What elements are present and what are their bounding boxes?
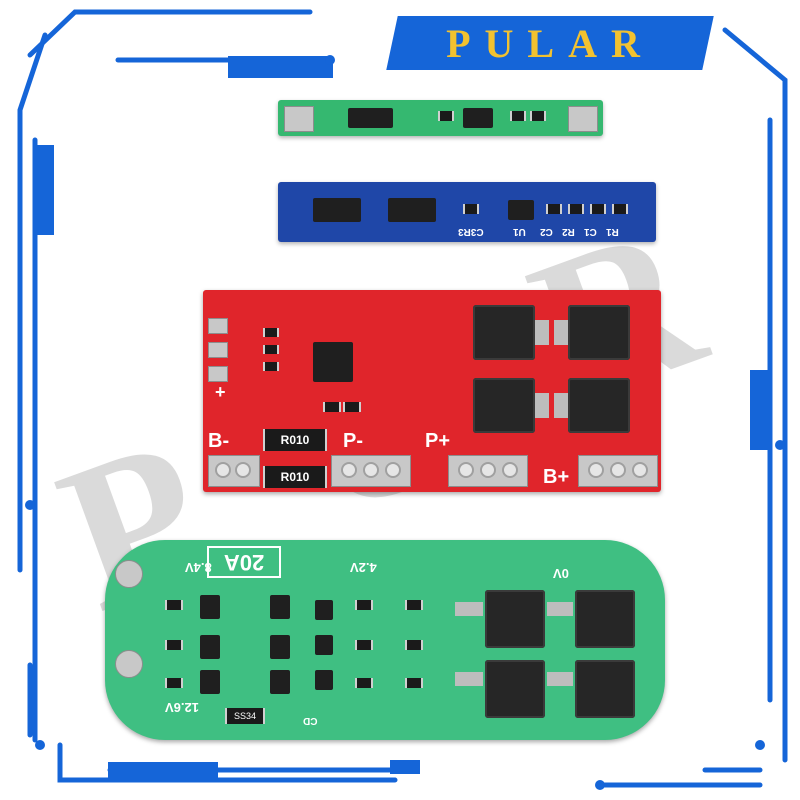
silk-4-2v: 4.2V bbox=[350, 560, 377, 575]
resistor bbox=[612, 204, 628, 214]
resistor bbox=[165, 600, 183, 610]
silk-0v: 0V bbox=[553, 566, 569, 581]
resistor bbox=[405, 600, 423, 610]
silk-p-plus: P+ bbox=[425, 430, 451, 452]
silk-cd: CD bbox=[303, 715, 318, 726]
resistor bbox=[530, 111, 546, 121]
ic-chip bbox=[270, 595, 290, 619]
solder-pad bbox=[284, 106, 314, 132]
resistor bbox=[463, 204, 479, 214]
ic-chip bbox=[200, 635, 220, 659]
mosfet-tab bbox=[554, 393, 568, 418]
shunt-resistor-bottom: R010 bbox=[263, 466, 327, 488]
ic-chip bbox=[270, 635, 290, 659]
silk-8-4v: 8.4V bbox=[185, 560, 212, 575]
ic-chip bbox=[348, 108, 393, 128]
pcb-board-1s bbox=[278, 100, 603, 136]
resistor bbox=[355, 678, 373, 688]
mosfet bbox=[568, 378, 630, 433]
resistor bbox=[355, 640, 373, 650]
ic-chip bbox=[315, 635, 333, 655]
solder-pad bbox=[208, 342, 228, 358]
mosfet-tab bbox=[455, 602, 483, 616]
mosfet bbox=[485, 660, 545, 718]
via-hole bbox=[363, 462, 379, 478]
mosfet bbox=[485, 590, 545, 648]
via-hole bbox=[235, 462, 251, 478]
via-hole bbox=[632, 462, 648, 478]
mosfet-tab bbox=[535, 320, 549, 345]
mosfet bbox=[575, 660, 635, 718]
via-hole bbox=[215, 462, 231, 478]
via-hole bbox=[458, 462, 474, 478]
silk-b-minus: B- bbox=[208, 430, 230, 452]
silk-p-minus: P- bbox=[343, 430, 363, 452]
silk-c2: C2 bbox=[540, 226, 553, 237]
pcb-board-green-3s: 20A 8.4V 4.2V 0V 12.6V CD SS34 bbox=[105, 540, 665, 740]
via-hole bbox=[341, 462, 357, 478]
mosfet bbox=[473, 305, 535, 360]
shunt-resistor-top: R010 bbox=[263, 429, 327, 451]
mosfet-tab bbox=[554, 320, 568, 345]
resistor bbox=[568, 204, 584, 214]
schottky-diode: SS34 bbox=[225, 708, 265, 724]
mosfet-tab bbox=[547, 602, 573, 616]
terminal-pad-b-minus bbox=[208, 455, 260, 487]
solder-pad bbox=[208, 318, 228, 334]
pcb-board-red: + R010 R010 B- P- P+ B+ bbox=[203, 290, 661, 492]
resistor bbox=[405, 678, 423, 688]
mosfet bbox=[568, 305, 630, 360]
resistor bbox=[546, 204, 562, 214]
solder-pad bbox=[568, 106, 598, 132]
silk-c1: C1 bbox=[584, 226, 597, 237]
resistor bbox=[343, 402, 361, 412]
pcb-board-2s: C3R3 U1 C2 R2 C1 R1 bbox=[278, 182, 656, 242]
mosfet bbox=[473, 378, 535, 433]
mosfet bbox=[575, 590, 635, 648]
resistor bbox=[590, 204, 606, 214]
silk-r2: R2 bbox=[562, 226, 575, 237]
resistor bbox=[438, 111, 454, 121]
solder-pad bbox=[115, 650, 143, 678]
mosfet-chip bbox=[313, 198, 361, 222]
resistor bbox=[355, 600, 373, 610]
solder-pad bbox=[115, 560, 143, 588]
protection-ic bbox=[313, 342, 353, 382]
mosfet-tab bbox=[455, 672, 483, 686]
via-hole bbox=[588, 462, 604, 478]
mosfet-chip bbox=[388, 198, 436, 222]
ic-chip bbox=[200, 670, 220, 694]
silk-u1: U1 bbox=[513, 226, 526, 237]
resistor bbox=[165, 678, 183, 688]
silk-b-plus: B+ bbox=[543, 466, 570, 488]
via-hole bbox=[385, 462, 401, 478]
ic-chip bbox=[200, 595, 220, 619]
silk-c3r3: C3R3 bbox=[458, 226, 484, 237]
resistor bbox=[405, 640, 423, 650]
silk-current-rating: 20A bbox=[207, 546, 281, 578]
ic-chip bbox=[315, 670, 333, 690]
brand-banner-text: PULAR bbox=[446, 20, 654, 66]
ic-chip bbox=[463, 108, 493, 128]
via-hole bbox=[480, 462, 496, 478]
resistor bbox=[263, 345, 279, 354]
silk-plus: + bbox=[215, 382, 226, 402]
via-hole bbox=[502, 462, 518, 478]
ic-chip bbox=[270, 670, 290, 694]
resistor bbox=[263, 362, 279, 371]
mosfet-tab bbox=[547, 672, 573, 686]
resistor bbox=[263, 328, 279, 337]
silk-12-6v: 12.6V bbox=[165, 700, 199, 715]
ic-chip bbox=[315, 600, 333, 620]
via-hole bbox=[610, 462, 626, 478]
resistor bbox=[510, 111, 526, 121]
solder-pad bbox=[208, 366, 228, 382]
resistor bbox=[165, 640, 183, 650]
mosfet-tab bbox=[535, 393, 549, 418]
silk-r1: R1 bbox=[606, 226, 619, 237]
resistor bbox=[323, 402, 341, 412]
ic-chip bbox=[508, 200, 534, 220]
